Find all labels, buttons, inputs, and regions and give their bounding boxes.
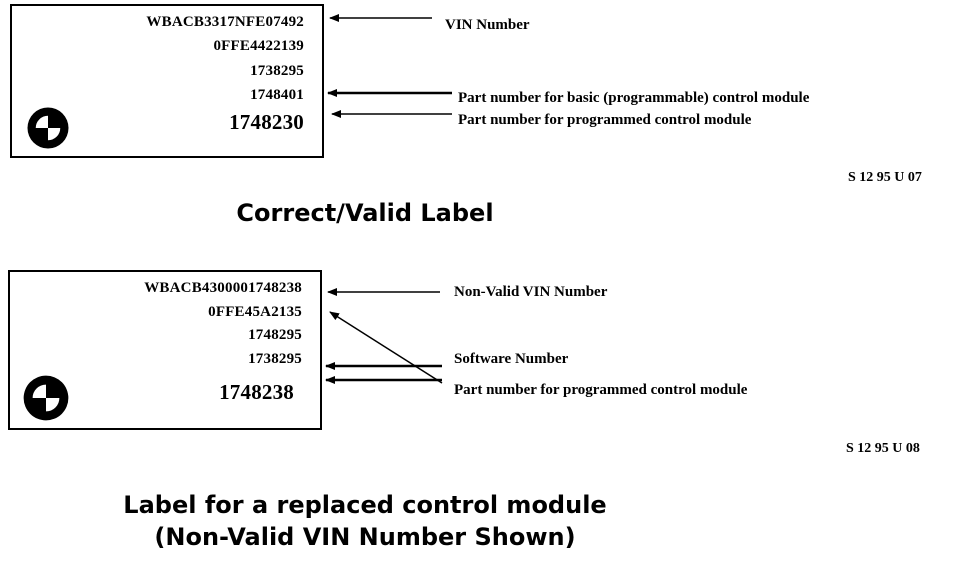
bmw-roundel-icon <box>27 107 69 149</box>
valid-label-card: WBACB3317NFE07492 0FFE4422139 1738295 17… <box>10 4 324 158</box>
label-code-line: 0FFE4422139 <box>213 38 304 54</box>
bmw-roundel-icon <box>23 375 69 421</box>
annotation-vin: VIN Number <box>445 17 530 33</box>
label-programmed-part-line: 1748238 <box>219 380 294 404</box>
arrow-diagonal <box>329 311 443 384</box>
figure-code: S 12 95 U 07 <box>848 170 922 185</box>
label-vin-line: WBACB4300001748238 <box>144 280 302 296</box>
caption-replaced-label-line1: Label for a replaced control module <box>123 491 607 519</box>
label-programmed-part-line: 1748230 <box>229 110 304 134</box>
annotation-nonvalid-vin: Non-Valid VIN Number <box>454 284 608 300</box>
figure-code: S 12 95 U 08 <box>846 441 920 456</box>
caption-valid-label: Correct/Valid Label <box>236 199 494 227</box>
label-basic-part-line: 1748401 <box>250 87 304 103</box>
annotation-software: Software Number <box>454 351 569 367</box>
label-software-line: 1738295 <box>250 63 304 79</box>
label-vin-line: WBACB3317NFE07492 <box>146 14 304 30</box>
replaced-label-card: WBACB4300001748238 0FFE45A2135 1748295 1… <box>8 270 322 430</box>
annotation-programmed-part: Part number for programmed control modul… <box>454 382 748 398</box>
caption-replaced-label-line2: (Non-Valid VIN Number Shown) <box>154 523 576 551</box>
label-part-line: 1748295 <box>248 327 302 343</box>
label-software-line: 1738295 <box>248 351 302 367</box>
label-code-line: 0FFE45A2135 <box>208 304 302 320</box>
annotation-programmed-part: Part number for programmed control modul… <box>458 112 752 128</box>
annotation-basic-part: Part number for basic (programmable) con… <box>458 90 810 106</box>
